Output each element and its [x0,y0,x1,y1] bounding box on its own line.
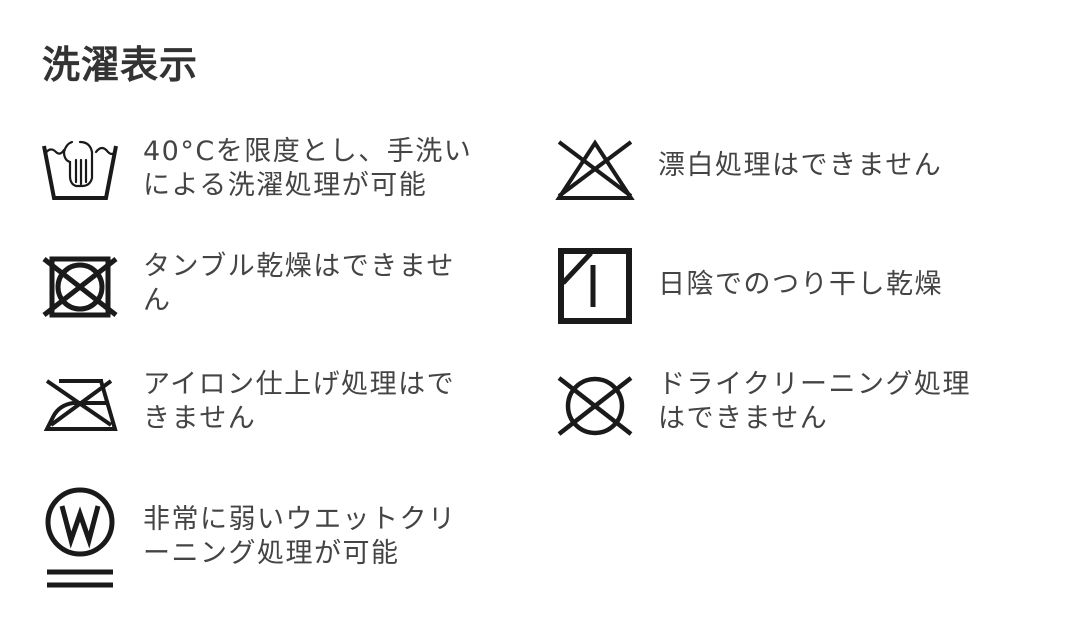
care-label-line: タンブル乾燥はできませ [143,251,455,282]
care-label: ドライクリーニング処理 はできません [658,368,971,436]
care-label: タンブル乾燥はできませ ん [143,250,455,318]
very-gentle-wet-clean-icon [42,486,118,592]
care-label-line: ーニング処理が可能 [143,538,400,569]
no-iron-icon [43,377,119,433]
care-label: 日陰でのつり干し乾燥 [658,268,943,302]
care-label: 漂白処理はできません [658,149,942,183]
care-label-line: 日陰でのつり干し乾燥 [658,269,943,300]
hand-wash-40-icon [40,138,120,204]
care-label-line: 非常に弱いウエットクリ [143,504,457,535]
care-label-line: ん [143,285,172,316]
care-label-line: による洗濯処理が可能 [143,170,428,201]
care-label-line: はできません [658,403,829,434]
care-label: 非常に弱いウエットクリ ーニング処理が可能 [143,503,457,571]
care-label: 40°Cを限度とし、手洗い による洗濯処理が可能 [143,135,472,203]
no-tumble-dry-icon [42,255,118,319]
no-bleach-icon [555,138,635,202]
care-label-line: ドライクリーニング処理 [658,369,971,400]
page-title: 洗濯表示 [42,43,199,87]
care-label: アイロン仕上げ処理はで きません [143,368,455,436]
line-dry-shade-icon [557,247,633,325]
care-label-line: きません [143,403,257,434]
care-label-line: アイロン仕上げ処理はで [143,369,456,400]
care-label-line: 漂白処理はできません [658,150,943,181]
no-dry-clean-icon [555,374,635,438]
care-label-line: 40°Cを限度とし、手洗い [143,136,473,167]
